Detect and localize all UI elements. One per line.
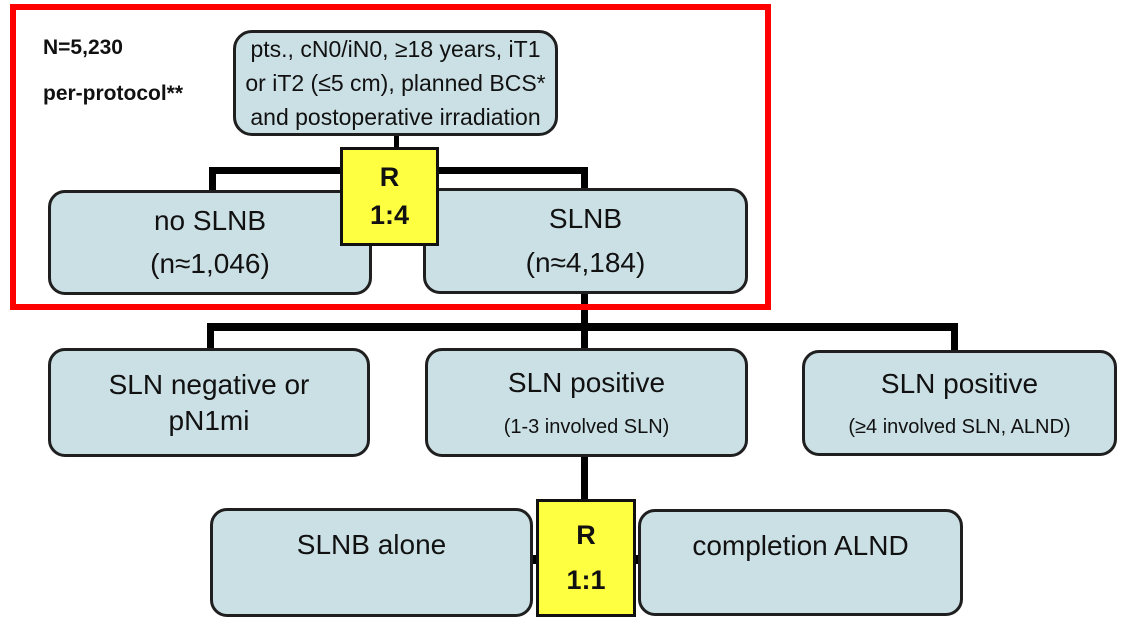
per-protocol-label: per-protocol** xyxy=(43,82,184,105)
connector-row2-horizontal xyxy=(207,323,958,331)
sln-positive-4-title: SLN positive xyxy=(880,368,1039,400)
connector-drop-sln-negative xyxy=(207,323,214,351)
no-slnb-title: no SLNB xyxy=(153,204,267,236)
randomization-1-4-box: R 1:4 xyxy=(340,147,439,246)
sln-negative-title-line2: pN1mi xyxy=(168,404,250,436)
no-slnb-arm-box: no SLNB (n≈1,046) xyxy=(48,190,372,295)
criteria-line-1: pts., cN0/iN0, ≥18 years, iT1 xyxy=(250,36,541,62)
completion-alnd-arm-box: completion ALND xyxy=(638,509,963,616)
connector-nub-completion-alnd xyxy=(632,555,642,564)
slnb-arm-box: SLNB (n≈4,184) xyxy=(423,188,748,294)
total-n-label: N=5,230 xyxy=(43,36,123,59)
sln-positive-1-3-title: SLN positive xyxy=(507,367,666,399)
connector-drop-slnb xyxy=(581,167,588,191)
slnb-alone-title: SLNB alone xyxy=(296,529,447,560)
no-slnb-count: (n≈1,046) xyxy=(150,248,270,280)
connector-drop-sln-positive4 xyxy=(951,323,958,353)
completion-alnd-title: completion ALND xyxy=(692,530,909,561)
randomization-2-ratio: 1:1 xyxy=(566,565,606,595)
connector-row2-to-r2 xyxy=(581,456,588,501)
criteria-line-3: and postoperative irradiation xyxy=(250,104,541,130)
sln-negative-box: SLN negative or pN1mi xyxy=(48,348,370,457)
sln-positive-1-3-box: SLN positive (1-3 involved SLN) xyxy=(425,348,748,457)
connector-slnb-to-row2 xyxy=(581,292,588,350)
eligibility-criteria-box: pts., cN0/iN0, ≥18 years, iT1 or iT2 (≤5… xyxy=(233,30,558,136)
connector-nub-slnb-alone xyxy=(528,555,538,564)
randomization-2-label: R xyxy=(576,520,596,550)
sln-positive-4-subtitle: (≥4 involved SLN, ALND) xyxy=(848,415,1071,438)
randomization-1-1-box: R 1:1 xyxy=(536,499,636,617)
sln-positive-4-box: SLN positive (≥4 involved SLN, ALND) xyxy=(802,350,1117,456)
randomization-1-ratio: 1:4 xyxy=(369,200,410,231)
connector-criteria-to-r1 xyxy=(394,133,399,150)
criteria-line-2: or iT2 (≤5 cm), planned BCS* xyxy=(245,70,546,96)
slnb-title: SLNB xyxy=(548,203,623,234)
connector-drop-no-slnb xyxy=(209,167,216,193)
slnb-alone-arm-box: SLNB alone xyxy=(210,508,533,617)
sln-positive-1-3-subtitle: (1-3 involved SLN) xyxy=(503,415,670,438)
randomization-1-label: R xyxy=(379,161,400,192)
slnb-count: (n≈4,184) xyxy=(525,247,646,278)
sln-negative-title-line1: SLN negative or xyxy=(108,368,310,400)
